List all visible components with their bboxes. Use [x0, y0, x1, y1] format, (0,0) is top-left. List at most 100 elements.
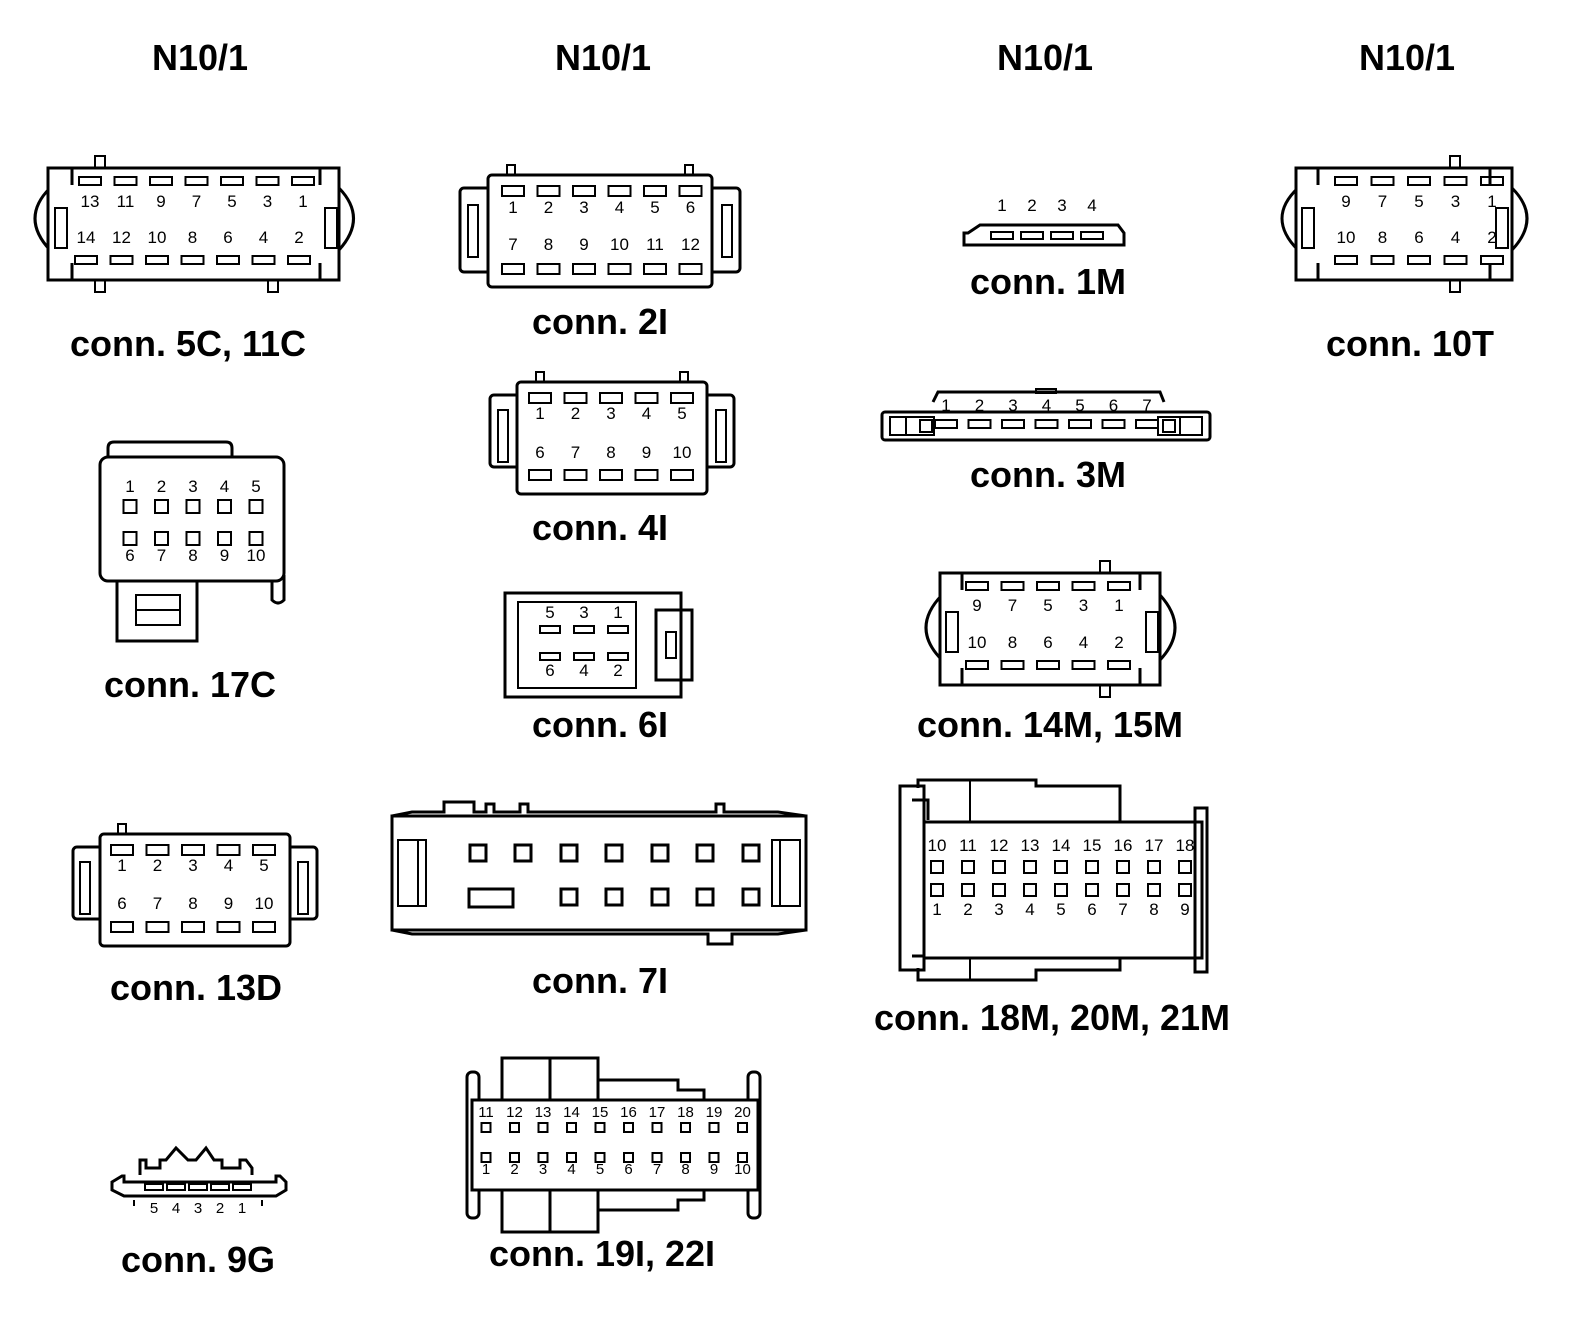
- pin-terminal: [252, 921, 276, 933]
- connector-label: conn. 4I: [532, 507, 668, 548]
- pin-number: 4: [1451, 228, 1460, 247]
- connector-7i-cavities: [468, 843, 761, 907]
- pin-number: 9: [1341, 192, 1350, 211]
- connector-label: conn. 10T: [1326, 323, 1494, 364]
- pin-number: 4: [567, 1161, 575, 1178]
- pin-terminal: [291, 176, 315, 186]
- pin-number: 4: [1042, 396, 1051, 415]
- pin-terminal: [184, 176, 209, 186]
- pin-number: 1: [238, 1200, 246, 1217]
- pin-number: 4: [259, 228, 268, 247]
- pin-terminal: [566, 1152, 577, 1163]
- pin-number: 7: [192, 192, 201, 211]
- column-header-1: N10/1: [152, 37, 248, 78]
- pin-number: 7: [157, 546, 166, 565]
- pin-number: 6: [624, 1161, 632, 1178]
- pin-terminal: [232, 1183, 252, 1191]
- pin-number: 3: [1008, 396, 1017, 415]
- pin-terminal: [1407, 255, 1431, 265]
- pin-terminal: [599, 392, 623, 404]
- pin-terminal: [480, 1152, 492, 1163]
- pin-terminal: [607, 625, 629, 634]
- pin-number: 10: [928, 836, 947, 855]
- pin-terminal: [1147, 860, 1161, 874]
- pin-terminal: [509, 1122, 520, 1133]
- pin-number: 3: [606, 404, 615, 423]
- connector-19i-22i: [465, 1056, 762, 1234]
- pin-number: 7: [153, 894, 162, 913]
- pin-number: 2: [975, 396, 984, 415]
- pin-terminal: [144, 1183, 164, 1191]
- pin-number: 18: [677, 1104, 694, 1121]
- pin-terminal: [623, 1122, 634, 1133]
- pin-terminal: [210, 1183, 230, 1191]
- pin-number: 5: [596, 1161, 604, 1178]
- pin-terminal: [185, 499, 201, 514]
- pin-terminal: [1023, 860, 1037, 874]
- pin-number: 14: [77, 228, 96, 247]
- pin-terminal: [166, 1183, 186, 1191]
- pin-terminal: [255, 176, 280, 186]
- pin-terminal: [217, 531, 232, 546]
- pin-terminal: [934, 419, 958, 429]
- pin-terminal: [509, 1152, 520, 1163]
- pin-terminal: [1370, 255, 1395, 265]
- pin-terminal: [1001, 419, 1025, 429]
- pin-number: 3: [1451, 192, 1460, 211]
- pin-number: 3: [579, 198, 588, 217]
- pin-terminal: [110, 844, 134, 856]
- connector-label: conn. 3M: [970, 454, 1126, 495]
- pin-terminal: [563, 392, 588, 404]
- pin-number: 11: [117, 192, 135, 211]
- pin-number: 10: [255, 894, 274, 913]
- pin-number: 5: [1075, 396, 1084, 415]
- pin-number: 1: [298, 192, 307, 211]
- pin-number: 9: [972, 596, 981, 615]
- pin-number: 10: [148, 228, 167, 247]
- pin-number: 7: [508, 235, 517, 254]
- pin-number: 6: [686, 198, 695, 217]
- pin-terminal: [216, 844, 241, 856]
- pin-terminal: [528, 469, 552, 481]
- pin-terminal: [113, 176, 138, 186]
- connector-label: conn. 17C: [104, 664, 276, 705]
- connector-label: conn. 2I: [532, 301, 668, 342]
- pin-number: 4: [1079, 633, 1088, 652]
- pin-number: 7: [1118, 900, 1127, 919]
- column-header-2: N10/1: [555, 37, 651, 78]
- pin-number: 9: [1180, 900, 1189, 919]
- pin-number: 6: [125, 546, 134, 565]
- pin-number: 8: [1008, 633, 1017, 652]
- pin-number: 10: [247, 546, 266, 565]
- pin-number: 8: [1378, 228, 1387, 247]
- pin-terminal: [573, 625, 595, 634]
- pin-number: 3: [1079, 596, 1088, 615]
- column-header-3: N10/1: [997, 37, 1093, 78]
- connector-label: conn. 6I: [532, 704, 668, 745]
- pin-terminal: [594, 1152, 606, 1163]
- pin-number: 17: [649, 1104, 666, 1121]
- pin-number: 5: [1043, 596, 1052, 615]
- pin-terminal: [1080, 231, 1104, 240]
- pin-terminal: [651, 1152, 663, 1163]
- pin-terminal: [678, 263, 703, 275]
- pin-number: 7: [571, 443, 580, 462]
- pin-number: 5: [150, 1200, 158, 1217]
- pin-number: 8: [544, 235, 553, 254]
- connector-13d: [71, 823, 319, 948]
- pin-number: 9: [710, 1161, 718, 1178]
- pin-number: 1: [613, 603, 622, 622]
- column-header-4: N10/1: [1359, 37, 1455, 78]
- pin-number: 8: [681, 1161, 689, 1178]
- pin-number: 6: [223, 228, 232, 247]
- pin-terminal: [930, 883, 944, 897]
- connector-17c: [98, 440, 286, 643]
- pin-terminal: [180, 255, 205, 265]
- pin-terminal: [599, 469, 623, 481]
- pin-terminal: [1034, 419, 1059, 429]
- pin-number: 17: [1145, 836, 1164, 855]
- pin-terminal: [181, 844, 205, 856]
- pin-number: 7: [1378, 192, 1387, 211]
- pin-number: 9: [642, 443, 651, 462]
